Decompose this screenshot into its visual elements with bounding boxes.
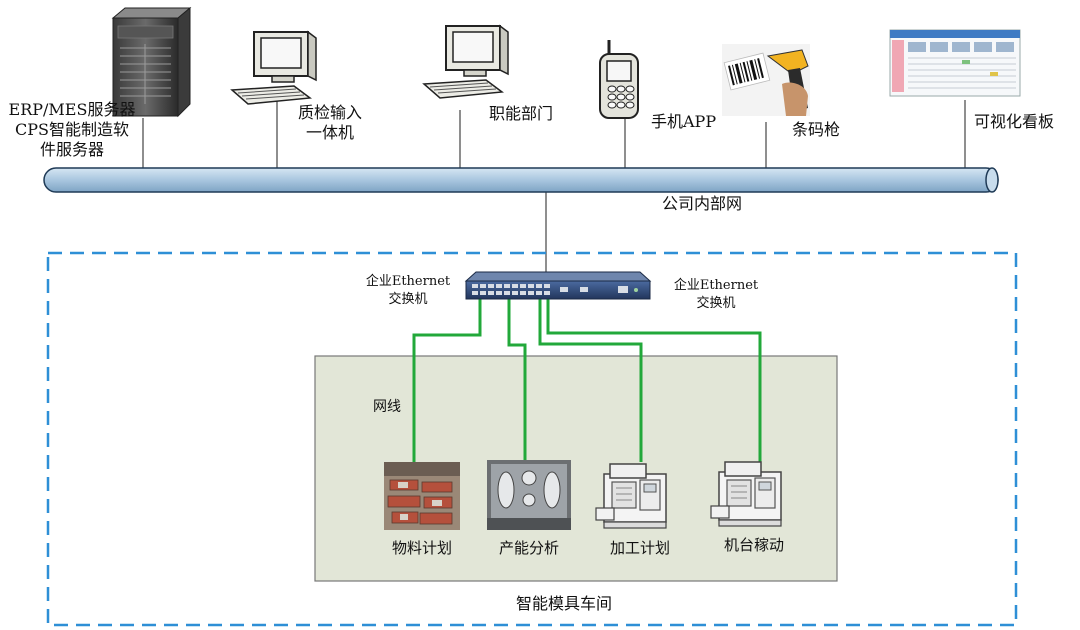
- material-stack-icon: [384, 462, 460, 530]
- cnc-machine-icon: [710, 461, 782, 527]
- station-label-material-plan: 物料计划: [391, 539, 452, 557]
- qc-terminal-label: 质检输入 一体机: [290, 103, 370, 143]
- workshop-title: 智能模具车间: [516, 594, 613, 613]
- switch-label-right: 企业Ethernet 交换机: [660, 277, 772, 313]
- cable-label: 网线: [373, 399, 401, 415]
- cnc-machine-icon: [595, 463, 667, 529]
- device-drop-lines: [142, 100, 966, 275]
- qc-terminal-computer-icon: [231, 31, 317, 105]
- server-label-line: ERP/MES服务器: [8, 100, 136, 119]
- station-label-processing-plan: 加工计划: [609, 539, 670, 557]
- mobile-phone-icon: [599, 40, 639, 119]
- barcode-scanner-icon: [722, 44, 810, 116]
- departments-label: 职能部门: [489, 104, 554, 123]
- company-network-label: 公司内部网: [662, 194, 743, 213]
- station-label-machine-utilization: 机台稼动: [723, 536, 784, 554]
- station-label-capacity-analysis: 产能分析: [498, 539, 559, 557]
- switch-label-line: 交换机: [696, 296, 736, 311]
- plant-boundary: [46, 251, 1018, 627]
- switch-label-line: 企业Ethernet: [673, 278, 759, 293]
- mobile-app-label: 手机APP: [651, 112, 717, 131]
- server-label-line: 件服务器: [39, 140, 104, 159]
- network-cables: [412, 298, 762, 490]
- dashboard-screen-icon: [889, 29, 1021, 97]
- server-label: ERP/MES服务器 CPS智能制造软 件服务器: [2, 100, 142, 160]
- server-label-line: CPS智能制造软: [15, 120, 129, 139]
- qc-terminal-label-line: 一体机: [305, 123, 354, 142]
- switch-label-line: 交换机: [388, 292, 428, 307]
- mold-icon: [487, 460, 571, 530]
- switch-label-line: 企业Ethernet: [365, 274, 451, 289]
- dashboard-label: 可视化看板: [974, 112, 1055, 131]
- barcode-gun-label: 条码枪: [792, 120, 841, 139]
- ethernet-switch-icon: [464, 271, 652, 300]
- switch-label-left: 企业Ethernet 交换机: [352, 273, 464, 309]
- department-computer-icon: [423, 25, 509, 99]
- company-network-bus: [43, 167, 999, 193]
- qc-terminal-label-line: 质检输入: [297, 103, 362, 122]
- server-tower-icon: [111, 6, 192, 118]
